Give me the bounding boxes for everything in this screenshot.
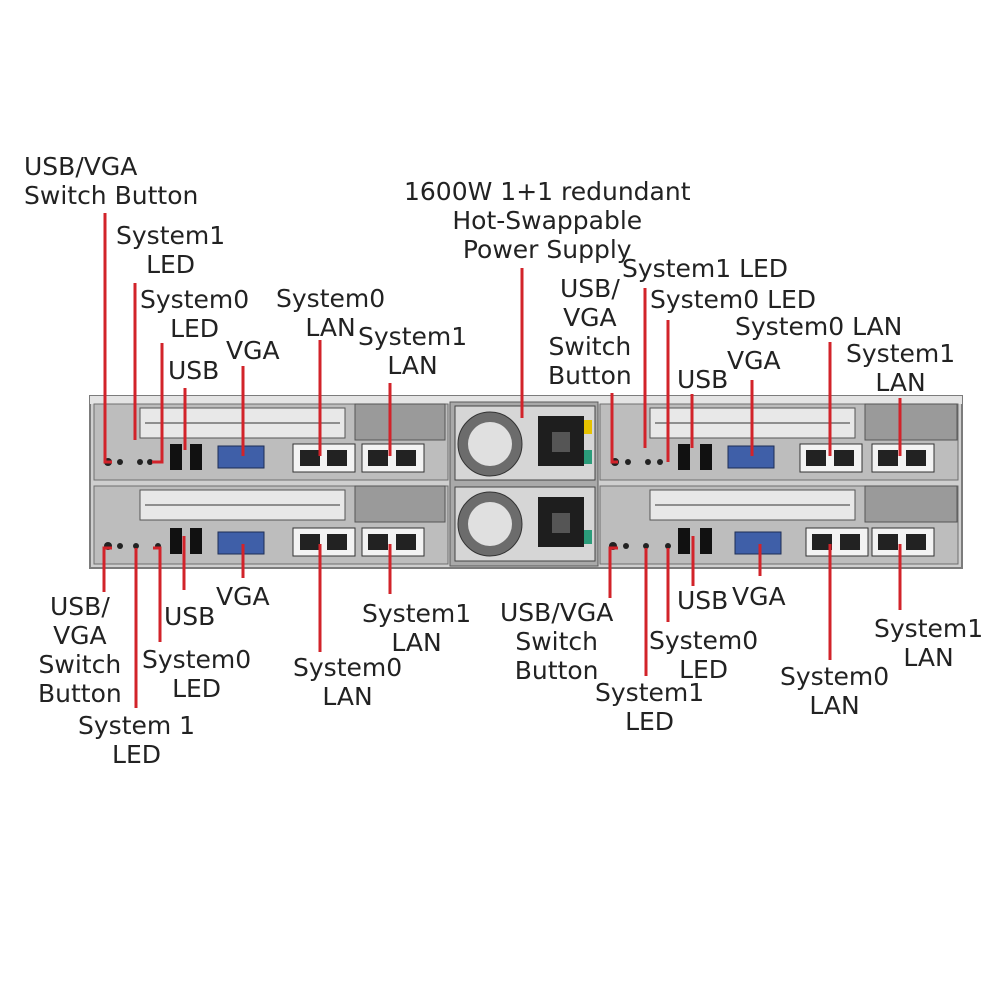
label-bottom-left-vga: VGA [216, 582, 270, 611]
label-top-left-system0-led: System0 LED [140, 285, 250, 343]
label-top-left-usbvga-switch: USB/VGA Switch Button [24, 152, 199, 210]
label-top-left-vga: VGA [226, 336, 280, 365]
leader-top-left-usbvga-switch [103, 213, 112, 464]
label-top-right-usbvga-switch: USB/ VGA Switch Button [548, 274, 632, 390]
io-ports-bottom-right [678, 527, 935, 557]
label-bottom-right-vga: VGA [732, 582, 786, 611]
label-top-right-system1-led: System1 LED [622, 254, 789, 283]
label-bottom-right-system1-led: System1 LED [595, 678, 705, 736]
label-top-left-system1-led: System1 LED [116, 221, 226, 279]
vent-grills [354, 403, 958, 523]
label-bottom-left-system1-lan: System1 LAN [362, 599, 472, 657]
leader-top-right-usbvga-switch [610, 393, 618, 464]
label-bottom-right-usbvga-switch: USB/VGA Switch Button [500, 598, 614, 685]
label-bottom-right-system0-lan: System0 LAN [780, 662, 890, 720]
io-ports-bottom-left [170, 527, 425, 557]
label-bottom-left-system0-lan: System0 LAN [293, 653, 403, 711]
label-top-right-system0-led: System0 LED [650, 285, 817, 314]
label-bottom-left-usbvga-switch: USB/ VGA Switch Button [38, 592, 122, 708]
leader-top-left-system0-led [152, 343, 164, 464]
label-bottom-left-system1-led: System 1 LED [78, 711, 196, 769]
label-top-left-system1-lan: System1 LAN [358, 322, 468, 380]
label-bottom-right-system0-led: System0 LED [649, 626, 759, 684]
label-top-right-system1-lan: System1 LAN [846, 339, 956, 397]
label-bottom-right-usb: USB [677, 586, 729, 615]
io-ports-top-left [170, 443, 425, 473]
label-top-right-vga: VGA [727, 346, 781, 375]
label-top-left-usb: USB [168, 356, 220, 385]
label-bottom-left-usb: USB [164, 602, 216, 631]
label-bottom-left-system0-led: System0 LED [142, 645, 252, 703]
label-top-right-system0-lan: System0 LAN [735, 312, 903, 341]
label-bottom-right-system1-lan: System1 LAN [874, 614, 984, 672]
leader-bottom-left-system0-led [153, 546, 162, 642]
label-top-left-system0-lan: System0 LAN [276, 284, 386, 342]
label-power-supply: 1600W 1+1 redundant Hot-Swappable Power … [404, 177, 691, 264]
leader-bottom-left-usbvga-switch [102, 546, 112, 592]
chassis-top-edge [90, 396, 962, 404]
label-top-right-usb: USB [677, 365, 729, 394]
leader-bottom-right-usbvga-switch [608, 546, 618, 598]
